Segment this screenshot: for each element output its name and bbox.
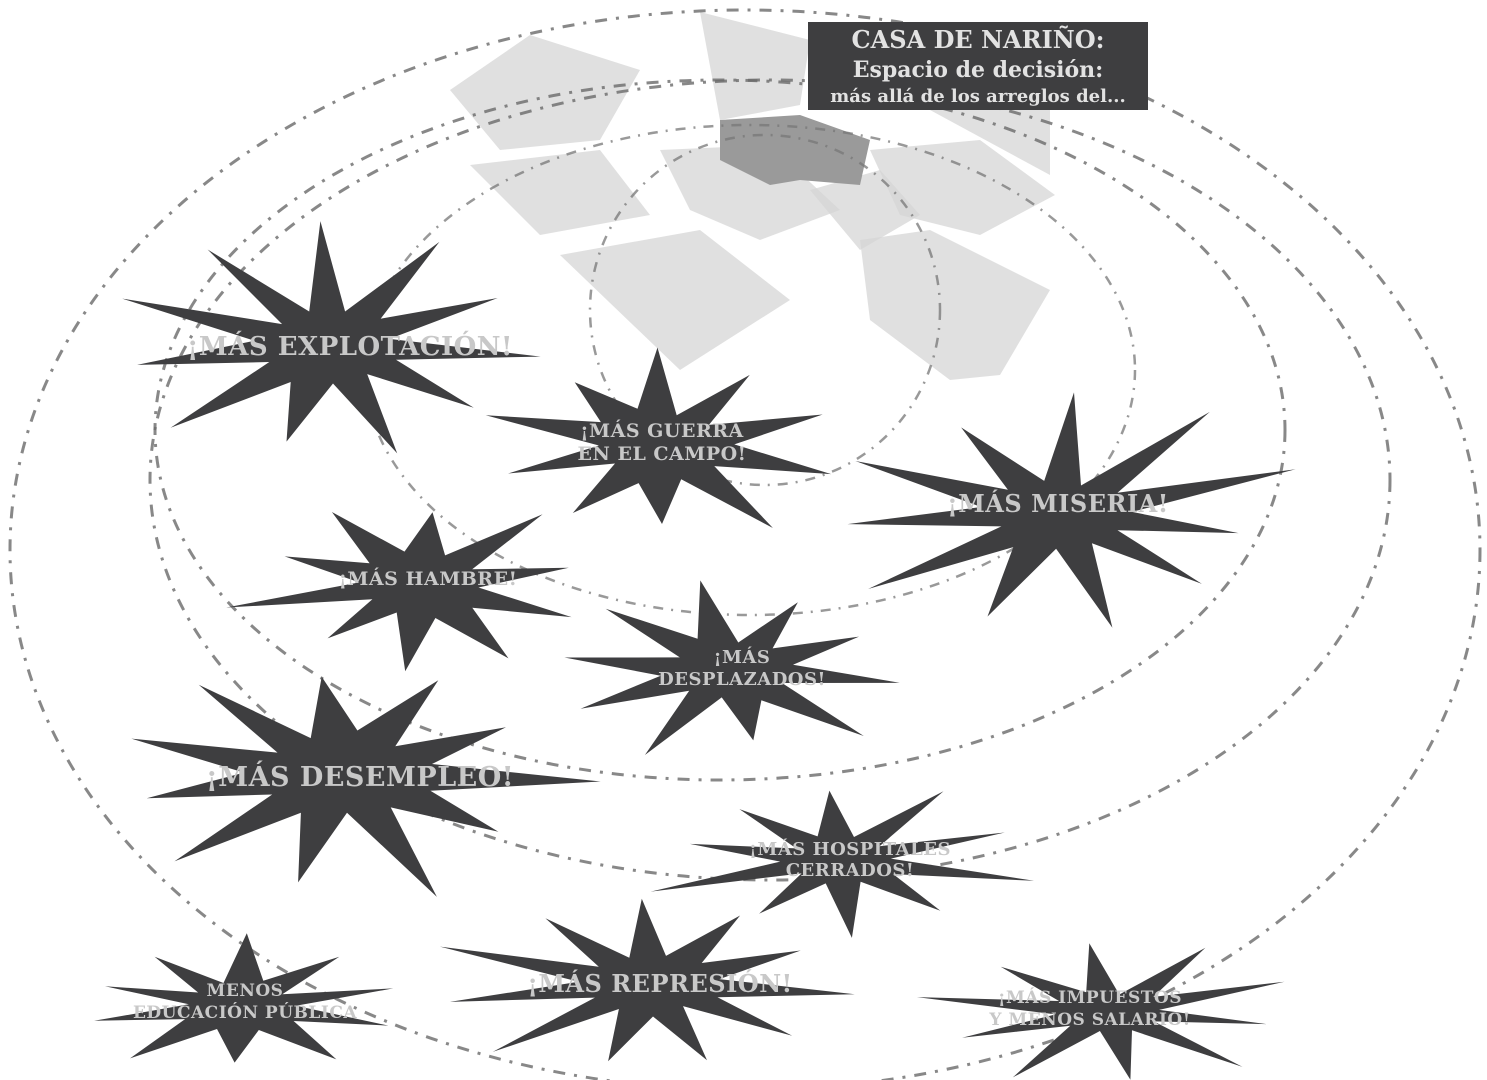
burst-desempleo-icon <box>131 676 601 897</box>
ring-5 <box>588 133 942 487</box>
burst-represion-icon <box>439 898 855 1062</box>
city-block <box>810 170 920 250</box>
label-educacion-line-1: MENOS <box>207 981 284 1001</box>
burst-labels: ¡MÁS EXPLOTACIÓN! ¡MÁS GUERRA EN EL CAMP… <box>133 330 1190 1030</box>
label-hambre: ¡MÁS HAMBRE! <box>339 567 518 590</box>
label-hospitales-line-2: CERRADOS! <box>786 860 915 881</box>
burst-educacion-icon <box>94 933 394 1063</box>
label-represion: ¡MÁS REPRESIÓN! <box>527 969 792 998</box>
ring-2 <box>148 78 1392 882</box>
caption-line-3: más allá de los arreglos del... <box>830 86 1126 107</box>
label-desplazados-line-2: DESPLAZADOS! <box>658 669 826 690</box>
burst-desplazados-icon <box>564 580 900 755</box>
label-explotacion: ¡MÁS EXPLOTACIÓN! <box>187 330 513 362</box>
label-desplazados-line-1: ¡MÁS <box>714 645 771 668</box>
casa-de-narino-caption: CASA DE NARIÑO: Espacio de decisión: más… <box>808 22 1148 110</box>
label-hospitales-line-1: ¡MÁS HOSPITALES <box>749 837 951 860</box>
ring-3 <box>153 78 1287 782</box>
city-block <box>700 12 810 120</box>
label-impuestos-line-1: ¡MÁS IMPUESTOS <box>998 987 1182 1008</box>
caption-line-1: CASA DE NARIÑO: <box>852 25 1105 54</box>
label-miseria: ¡MÁS MISERIA! <box>947 489 1169 518</box>
burst-hospitales-icon <box>650 790 1035 938</box>
outer-ring <box>8 8 1482 1080</box>
burst-guerra-icon <box>485 347 832 528</box>
label-impuestos-line-2: Y MENOS SALARIO! <box>988 1010 1190 1030</box>
label-guerra-line-2: EN EL CAMPO! <box>578 443 747 465</box>
label-educacion-line-2: EDUCACIÓN PÚBLICA <box>133 1002 357 1023</box>
caption-background <box>808 22 1148 110</box>
label-desempleo: ¡MÁS DESEMPLEO! <box>206 760 514 793</box>
burst-hambre-icon <box>226 512 572 672</box>
burst-miseria-icon <box>847 392 1296 628</box>
city-block <box>860 230 1050 380</box>
city-block <box>450 35 640 150</box>
burst-impuestos-icon <box>916 943 1285 1080</box>
casa-de-narino-building <box>720 115 870 185</box>
city-block <box>560 230 790 370</box>
city-map <box>450 12 1055 380</box>
ring-4 <box>363 123 1137 617</box>
starbursts <box>94 221 1296 1080</box>
city-block <box>470 150 650 235</box>
dashed-rings <box>8 8 1482 1080</box>
label-guerra-line-1: ¡MÁS GUERRA <box>580 419 744 442</box>
caption-line-2: Espacio de decisión: <box>853 57 1104 83</box>
burst-explotacion-icon <box>122 221 541 454</box>
